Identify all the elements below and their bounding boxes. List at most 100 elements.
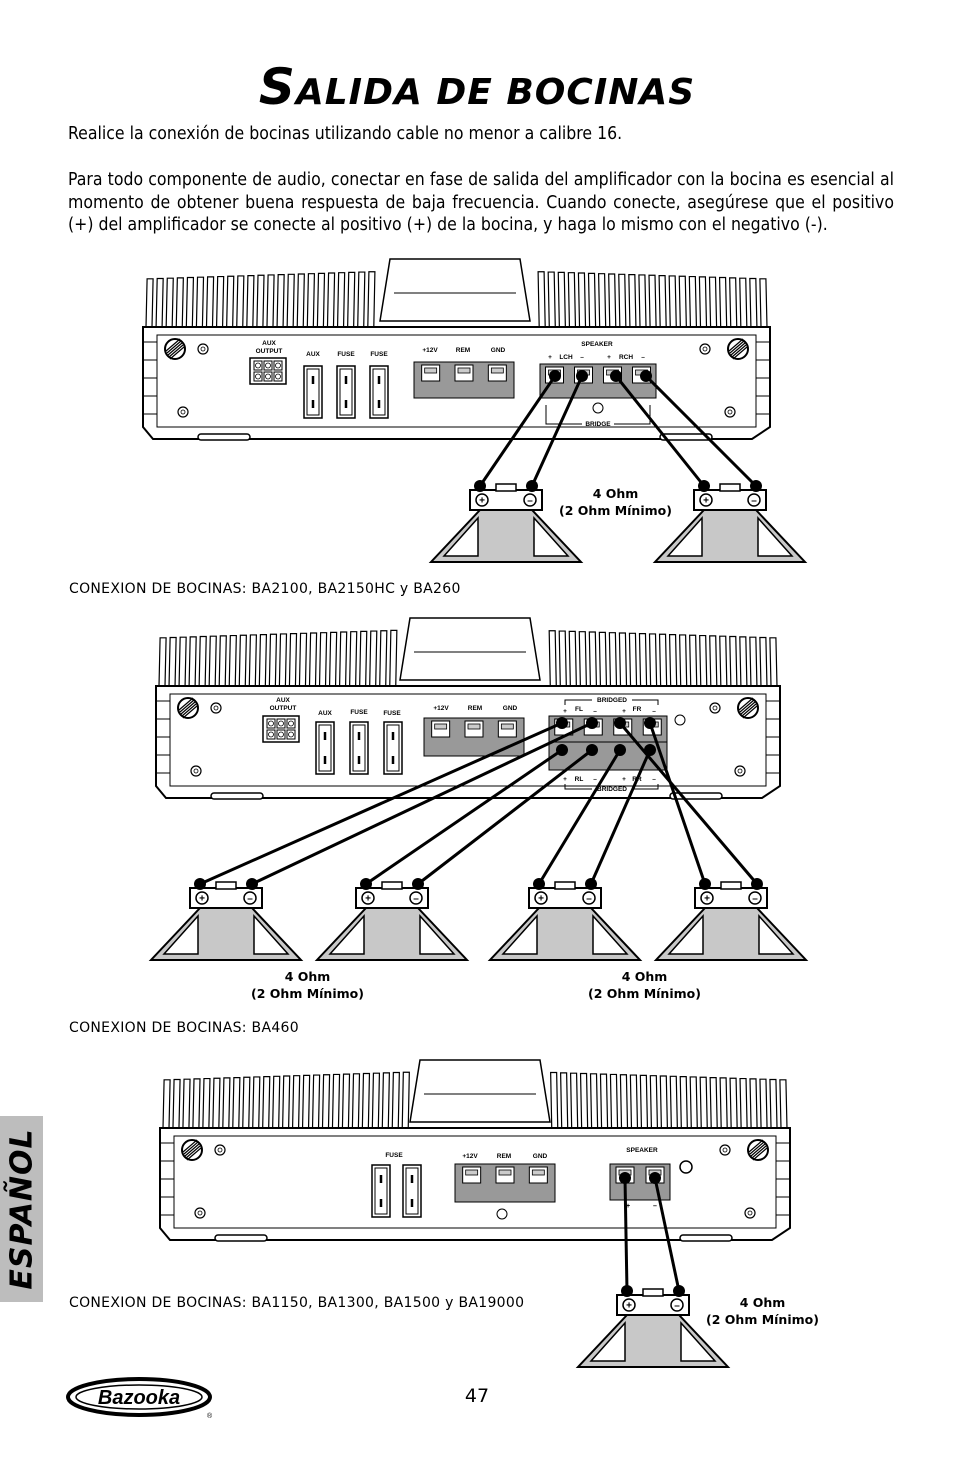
cone-face: [162, 914, 199, 955]
screw-slot: [751, 1145, 767, 1159]
screw-slot: [169, 346, 185, 360]
heatsink-fin: [286, 273, 295, 328]
heatsink-fin: [638, 633, 648, 687]
wire-end: [673, 1285, 685, 1297]
speaker-wire: [614, 375, 706, 487]
aux-output-label: OUTPUT: [270, 705, 297, 712]
speaker-plus-terminal: [475, 493, 489, 507]
heatsink-fin: [351, 1073, 361, 1129]
aux-pin-hole: [265, 373, 271, 380]
aux-pin-hole: [255, 373, 261, 380]
v12-label: +12V: [462, 1153, 478, 1160]
plus-label: +: [563, 708, 567, 715]
heatsink-fin: [238, 634, 247, 687]
cone-face: [589, 1321, 626, 1362]
heatsink-fin: [719, 635, 728, 687]
aux-pin: [273, 360, 283, 371]
speaker-right: +–: [652, 483, 808, 563]
fuse-label: FUSE: [383, 710, 401, 717]
mount-hole: [734, 765, 746, 777]
heatsink-center: [409, 1059, 551, 1123]
terminal-head: [467, 723, 481, 730]
aux-pin: [263, 360, 273, 371]
heatsink-fin: [629, 1074, 639, 1129]
wire-end: [526, 480, 538, 492]
heatsink-center: [379, 258, 531, 322]
speaker-minus-terminal: [748, 891, 762, 905]
heatsink-fin: [579, 1072, 589, 1129]
page-title: SALIDA DE BOCINAS: [258, 58, 696, 116]
foot: [214, 1234, 268, 1242]
heatsink-fin: [288, 633, 298, 687]
heatsink-fin: [739, 277, 748, 328]
bridge-bracket: [545, 405, 651, 425]
heatsink-fin: [262, 1076, 271, 1129]
speaker-wire: [589, 749, 652, 885]
speaker-wire: [478, 375, 557, 487]
mount-hole-inner: [727, 409, 733, 415]
heatsink-fin: [759, 636, 768, 687]
foot: [210, 792, 264, 800]
heatsink-fin: [719, 1077, 728, 1129]
mount-hole-inner: [200, 346, 206, 352]
heatsink-fin: [608, 273, 617, 328]
aux-pin-hole: [268, 720, 274, 727]
aux-pin: [276, 729, 286, 740]
wire-end: [614, 744, 626, 756]
speaker-wire: [537, 749, 622, 885]
screw-slot: [182, 705, 198, 719]
bridged-bracket: [564, 699, 659, 705]
fuse: [336, 365, 356, 419]
screw-slot: [185, 1145, 201, 1159]
speaker-magnet: [215, 881, 237, 890]
aux-pin-hole: [275, 373, 281, 380]
heatsink-fin: [699, 1076, 708, 1129]
speaker-plus-sign: +: [704, 894, 710, 905]
speaker-plus-terminal: [622, 1298, 636, 1312]
impedance-label-3: 4 Ohm(2 Ohm Mínimo): [588, 969, 701, 1001]
heatsink-fin: [205, 276, 215, 328]
screw-slot: [752, 1147, 768, 1161]
heatsink-fin: [192, 1078, 201, 1129]
heatsink-fin: [569, 1072, 579, 1129]
terminal-head: [465, 1169, 479, 1176]
cone-face: [533, 516, 570, 557]
fuse: [369, 365, 389, 419]
heatsink-fin: [669, 1075, 678, 1129]
heatsink-fin: [547, 271, 556, 328]
cone-face: [501, 914, 538, 955]
mount-hole-inner: [722, 1147, 728, 1153]
heatsink-fin: [658, 633, 668, 687]
rem-label: REM: [456, 347, 470, 354]
speaker-minus-sign: –: [751, 496, 757, 507]
wire-end: [585, 878, 597, 890]
fuse: [315, 721, 335, 775]
speaker-4: +–: [653, 881, 809, 961]
fuse: [402, 1164, 422, 1218]
heatsink-fin: [195, 276, 205, 328]
wire-end: [556, 717, 568, 729]
intro-paragraph: Realice la conexión de bocinas utilizand…: [68, 124, 623, 144]
heatsink-fin: [367, 271, 376, 328]
speaker-minus-terminal: [523, 493, 537, 507]
aux-label: AUX: [306, 351, 320, 358]
aux-pin-hole: [268, 731, 274, 738]
speaker-label: SPEAKER: [626, 1147, 658, 1154]
screw-slot: [179, 699, 195, 713]
aux-label: AUX: [318, 710, 332, 717]
wire-end: [699, 878, 711, 890]
heatsink-fin: [638, 274, 647, 328]
minus-label: –: [652, 708, 656, 715]
fuse: [371, 1164, 391, 1218]
heatsink-fin: [371, 1072, 381, 1129]
heatsink-fin: [326, 272, 336, 328]
heatsink-fin: [168, 636, 177, 687]
wire-end: [619, 1172, 631, 1184]
fuse-inner: [339, 368, 353, 416]
speaker-2: +–: [314, 881, 470, 961]
rem-label: REM: [497, 1153, 511, 1160]
heatsink-fin: [155, 277, 164, 328]
heatsink-fin: [689, 634, 698, 687]
heatsink-fin: [232, 1076, 241, 1129]
